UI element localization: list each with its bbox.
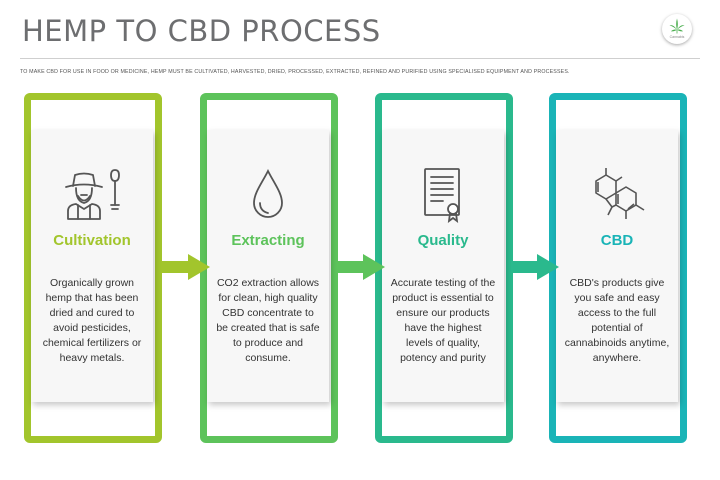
- page-subtitle: TO MAKE CBD FOR USE IN FOOD OR MEDICINE,…: [20, 69, 570, 75]
- drop-icon: [253, 169, 283, 218]
- farmer-icon: [65, 169, 120, 220]
- flow-arrow-1: [162, 254, 210, 280]
- page-title: HEMP TO CBD PROCESS: [22, 14, 381, 48]
- flow-arrow-3: [511, 254, 559, 280]
- step-text-cbd: CBD's products give you safe and easy ac…: [564, 277, 670, 364]
- step-frame-cultivation: [24, 93, 162, 443]
- cannabis-logo: Cannabis: [662, 14, 692, 44]
- step-title-quality: Quality: [417, 232, 469, 249]
- step-title-cultivation: Cultivation: [53, 232, 131, 249]
- cannabis-leaf-icon: [669, 18, 685, 34]
- step-text-quality: Accurate testing of the product is essen…: [390, 277, 496, 364]
- certificate-icon: [424, 168, 460, 223]
- header-divider: [20, 58, 700, 59]
- step-card-extracting: Extracting CO2 extraction allows for cle…: [207, 130, 329, 402]
- step-card-quality: Quality Accurate testing of the product …: [382, 130, 504, 402]
- step-text-cultivation: Organically grown hemp that has been dri…: [42, 277, 142, 364]
- logo-text: Cannabis: [669, 35, 685, 39]
- step-text-extracting: CO2 extraction allows for clean, high qu…: [216, 277, 320, 364]
- cbd-molecule-icon: [595, 168, 645, 219]
- step-card-cbd: CBD CBD's products give you safe and eas…: [556, 130, 678, 402]
- flow-arrow-2: [337, 254, 385, 280]
- step-title-extracting: Extracting: [231, 232, 305, 249]
- step-card-cultivation: Cultivation Organically grown hemp that …: [31, 130, 153, 402]
- step-title-cbd: CBD: [600, 232, 634, 249]
